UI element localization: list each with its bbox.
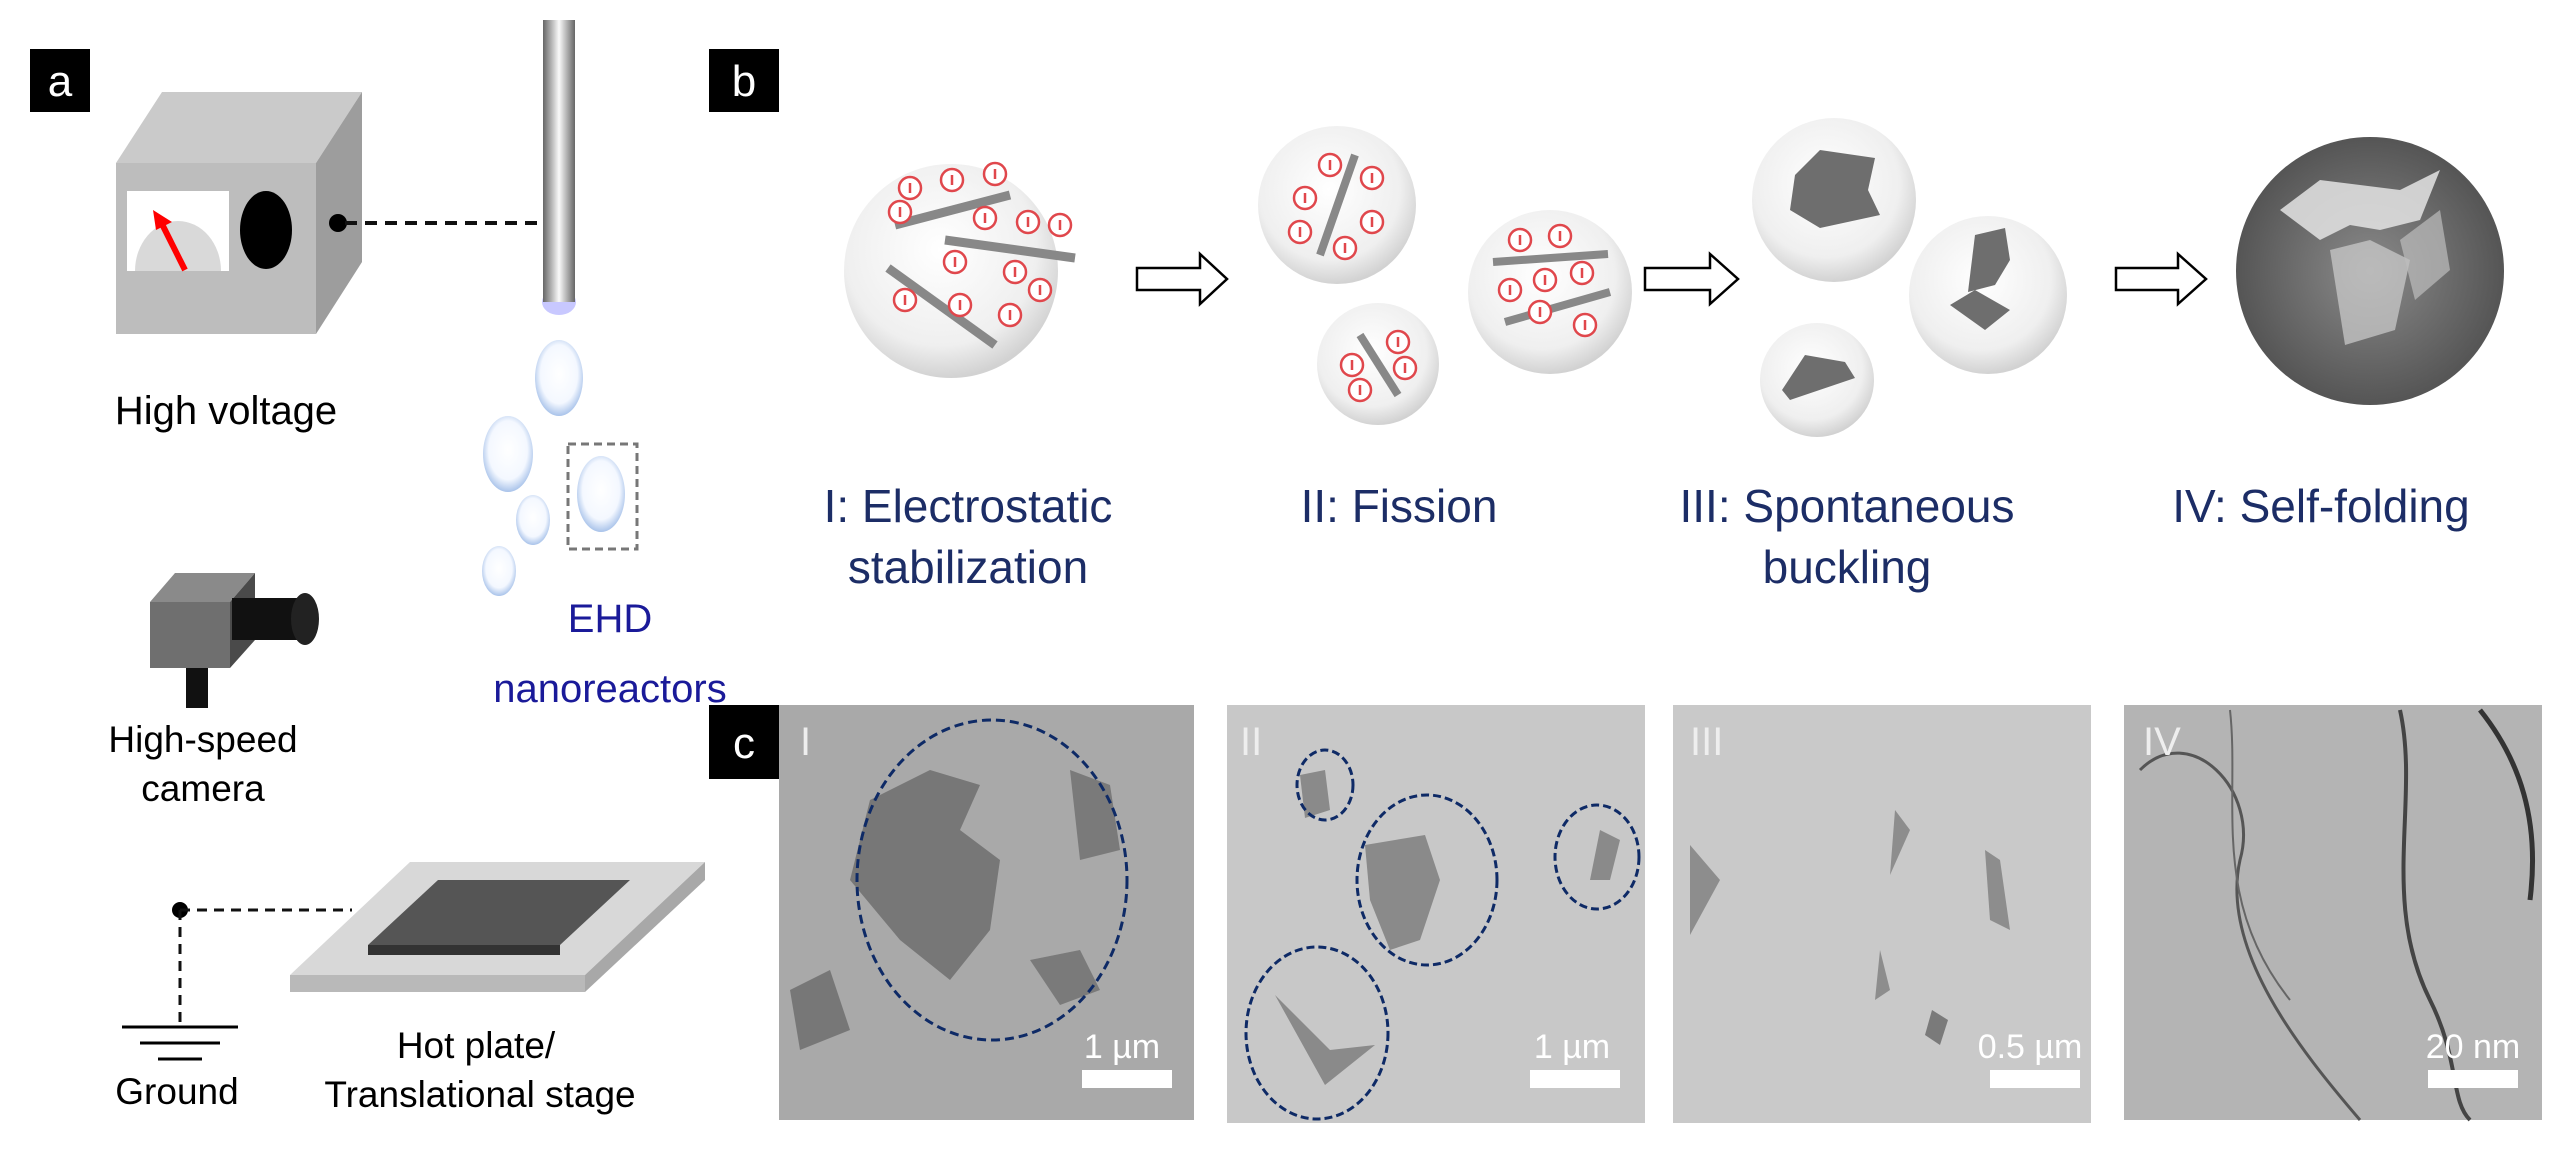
ground-icon [122,902,352,1061]
svg-text:c: c [733,719,755,768]
arrow-right-icon [2114,251,2208,307]
scale-bar-2 [1530,1070,1620,1088]
high-voltage-label: High voltage [115,389,337,433]
stage-3-droplets-icon [1752,118,2067,437]
micrograph-4-label: IV [2143,720,2181,764]
stage-2-label-line1: II: Fission [1301,480,1498,532]
panel-label-c: c [709,705,779,779]
scale-bar-3 [1990,1070,2080,1088]
arrow-right-icon [1135,251,1229,307]
micrograph-3-label: III [1690,720,1723,764]
process-arrows [1135,251,2208,307]
hotplate-label-line1: Hot plate/ [397,1025,556,1066]
droplets-icon [482,340,639,596]
arrow-right-icon [1643,251,1740,307]
micrograph-4: IV 20 nm [2124,705,2542,1122]
ehd-label-line1: EHD [568,597,652,641]
scale-bar-1 [1082,1070,1172,1088]
stage-labels: I: Electrostatic stabilization II: Fissi… [824,480,2470,593]
camera-icon [150,573,319,708]
stage-4-tem-icon [2236,137,2504,405]
panel-label-b: b [709,49,779,112]
scale-bar-1-label: 1 µm [1084,1028,1160,1066]
stage-1-droplet-icon [844,161,1076,378]
scale-bar-4-label: 20 nm [2426,1028,2521,1066]
stage-1-label-line2: stabilization [848,541,1088,593]
hot-plate-icon [290,862,705,992]
scale-bar-3-label: 0.5 µm [1978,1028,2083,1066]
high-voltage-supply-icon [116,92,362,334]
micrograph-1-label: I [800,720,811,764]
svg-text:b: b [732,57,756,106]
micrograph-1: I 1 µm [779,705,1194,1120]
hotplate-label-line2: Translational stage [324,1074,635,1115]
stage-3-label-line2: buckling [1763,541,1932,593]
stage-3-label-line1: III: Spontaneous [1679,480,2014,532]
scale-bar-2-label: 1 µm [1534,1028,1610,1066]
micrograph-2-label: II [1240,720,1262,764]
micrograph-2: II 1 µm [1227,705,1645,1123]
stage-4-label-line1: IV: Self-folding [2172,480,2469,532]
stage-2-droplets-icon [1258,126,1632,425]
camera-label-line2: camera [141,768,265,809]
stage-1-label-line1: I: Electrostatic [824,480,1113,532]
micrograph-3: III 0.5 µm [1673,705,2091,1123]
panel-label-a: a [30,49,90,112]
camera-label-line1: High-speed [108,719,297,760]
ehd-label-line2: nanoreactors [493,667,726,711]
needle-icon [542,20,576,315]
scale-bar-4 [2428,1070,2518,1088]
ground-label: Ground [115,1071,238,1112]
svg-text:a: a [48,57,73,106]
